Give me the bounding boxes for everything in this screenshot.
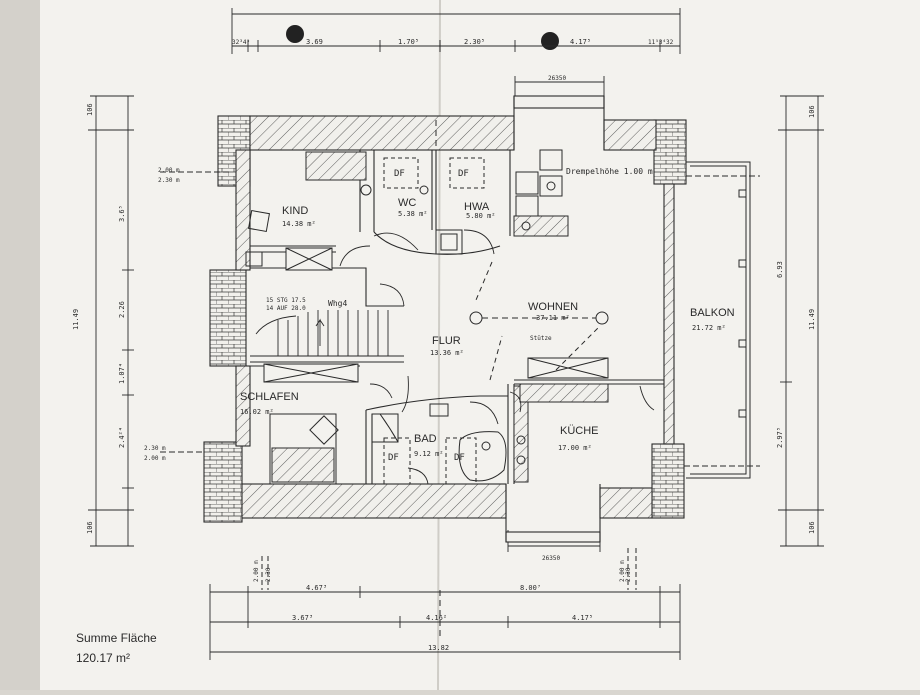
room-wohnen-name: WOHNEN — [528, 301, 578, 313]
dim-left-106-bottom: 106 — [86, 521, 94, 534]
punch-hole-right — [541, 32, 559, 50]
dim-left-1: 3.6⁵ — [118, 205, 126, 222]
dim-bottom-2: 8.00⁷ — [520, 584, 541, 592]
balcony-outline — [686, 161, 751, 479]
room-hwa-area: 5.80 m² — [466, 212, 496, 220]
room-schlafen-area: 16.02 m² — [240, 408, 274, 416]
dim-right-106-bottom: 106 — [808, 521, 816, 534]
punch-hole-left — [286, 25, 304, 43]
room-flur-area: 13.36 m² — [430, 349, 464, 357]
room-kueche-area: 17.00 m² — [558, 444, 592, 452]
dimension-labels: 3.69 1.70⁵ 2.30⁵ 4.17⁵ 32³4⁵ 11⁵3⁴32 263… — [72, 38, 816, 652]
paper-left-shadow — [0, 0, 40, 690]
height-left-top-1: 2.00 m — [158, 167, 180, 174]
room-bad-name: BAD — [414, 433, 437, 445]
room-wc-name: WC — [398, 197, 416, 209]
whg-label: Whg4 — [328, 299, 347, 308]
dim-left-3: 1.07⁴ — [118, 363, 126, 384]
paper-fold-line — [437, 0, 441, 691]
room-wc-area: 5.38 m² — [398, 210, 428, 218]
summary-value: 120.17 m² — [76, 651, 130, 665]
dim-bottom-5: 4.17⁵ — [572, 614, 593, 622]
height-left-top-2: 2.30 m — [158, 177, 180, 184]
stairs — [255, 310, 389, 356]
room-schlafen-name: SCHLAFEN — [240, 391, 299, 403]
dim-right-total: 11.49 — [808, 309, 816, 330]
bottom-dimension-chain — [209, 530, 681, 660]
dim-left-total: 11.49 — [72, 309, 80, 330]
height-bottom-3: 2.30 — [625, 567, 632, 582]
windows — [263, 247, 609, 383]
dim-top-4: 4.17⁵ — [570, 38, 591, 46]
room-kind-name: KIND — [282, 205, 308, 217]
room-kind-area: 14.38 m² — [282, 220, 316, 228]
supports — [160, 120, 760, 640]
dim-top-small-left: 32³4⁵ — [232, 39, 250, 46]
dim-bottom-1: 4.67³ — [306, 584, 327, 592]
doors — [339, 229, 655, 485]
skylight-bad2-label: DF — [454, 453, 465, 463]
summary-label: Summe Fläche — [76, 631, 157, 645]
height-left-bot-2: 2.00 m — [144, 455, 166, 462]
dim-left-2: 2.26 — [118, 301, 126, 318]
left-dimension-chain — [88, 95, 134, 547]
room-bad-area: 9.12 m² — [414, 450, 444, 458]
stuetze-note: Stütze — [530, 335, 552, 342]
dim-right-1: 6.93 — [776, 261, 784, 278]
room-balkon-name: BALKON — [690, 307, 735, 319]
dim-right-106-top: 106 — [808, 105, 816, 118]
area-summary: Summe Fläche 120.17 m² — [76, 631, 157, 665]
dim-top-3: 2.30⁵ — [464, 38, 485, 46]
plan-annotations: Drempelhöhe 1.00 m Stütze Whg4 15 STG 17… — [266, 167, 653, 463]
dim-bottom-4: 4.16² — [426, 614, 447, 622]
right-dimension-chain — [778, 95, 824, 547]
skylights — [383, 157, 485, 485]
fixtures — [245, 149, 609, 485]
dim-bottom-total: 13.82 — [428, 644, 449, 652]
room-balkon-area: 21.72 m² — [692, 324, 726, 332]
exterior-walls — [203, 95, 687, 543]
dim-left-4: 2.4²⁴ — [118, 427, 126, 448]
room-flur-name: FLUR — [432, 335, 461, 347]
height-bottom-1: 2.00 m — [253, 560, 260, 582]
dim-left-106-top: 106 — [86, 103, 94, 116]
drempel-note: Drempelhöhe 1.00 m — [566, 167, 653, 176]
room-wohnen-area: 37.11 m² — [536, 314, 570, 322]
skylight-hwa-label: DF — [458, 169, 469, 179]
dim-top-window: 26350 — [548, 75, 566, 82]
stair-tread-note: 14 AUF 28.0 — [266, 305, 306, 312]
paper-background — [40, 0, 920, 690]
room-kueche-name: KÜCHE — [560, 425, 599, 437]
stair-steps-note: 15 STG 17.5 — [266, 297, 306, 304]
dim-top-1: 3.69 — [306, 38, 323, 46]
dim-top-2: 1.70⁵ — [398, 38, 419, 46]
dim-right-2: 2.97⁵ — [776, 427, 784, 448]
height-bottom-2: 2.30 — [265, 567, 272, 582]
height-bottom-4: 2.00 m — [619, 560, 626, 582]
dim-bottom-3: 3.67³ — [292, 614, 313, 622]
balcony-posts — [738, 189, 747, 418]
dim-bottom-window: 26350 — [542, 555, 560, 562]
skylight-bad1-label: DF — [388, 453, 399, 463]
room-labels: KIND 14.38 m² WC 5.38 m² HWA 5.80 m² WOH… — [240, 197, 735, 458]
room-hwa-name: HWA — [464, 201, 490, 213]
height-left-bot-1: 2.30 m — [144, 445, 166, 452]
skylight-wc-label: DF — [394, 169, 405, 179]
dim-top-small-right: 11⁵3⁴32 — [648, 39, 674, 46]
